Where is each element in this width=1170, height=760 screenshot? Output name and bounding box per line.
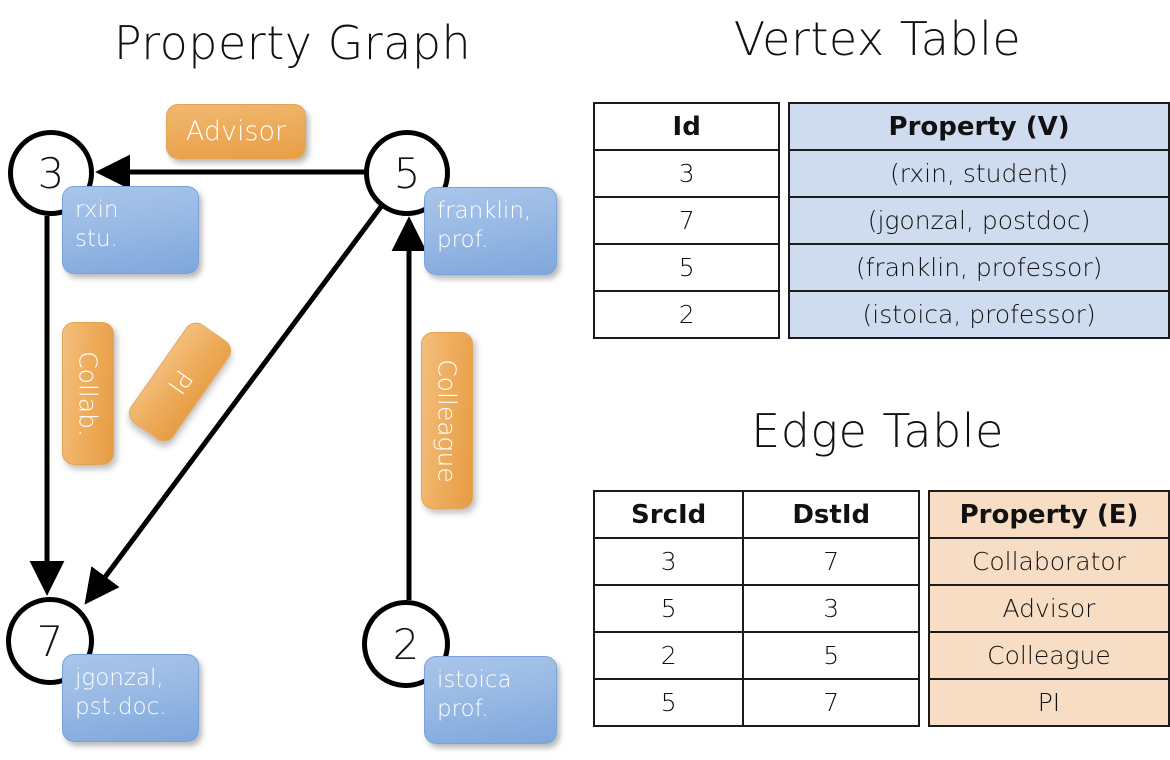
property-graph-diagram: 3 5 7 2 rxin stu. franklin, prof. jgonza… (6, 104, 557, 744)
vertex-cell-property: (istoica, professor) (788, 290, 1170, 339)
node-property-box-jgonzal[interactable]: jgonzal, pst.doc. (62, 654, 199, 742)
vertex-header-property: Property (V) (788, 102, 1170, 151)
graph-node-3-label: 3 (37, 148, 65, 198)
edge-cell-property: Advisor (927, 584, 1170, 633)
page-title-edge-table: Edge Table (751, 404, 1004, 458)
edge-cell-dstid: 5 (742, 631, 921, 680)
vertex-cell-property: (rxin, student) (788, 149, 1170, 198)
edge-cell-property: PI (927, 678, 1170, 727)
node-property-box-franklin[interactable]: franklin, prof. (424, 187, 557, 275)
table-header-row: Id Property (V) (592, 102, 1170, 151)
column-spacer (779, 150, 789, 197)
column-spacer (779, 197, 789, 244)
edge-cell-property: Collaborator (927, 537, 1170, 586)
column-spacer (919, 679, 929, 726)
table-row: 2 5 Colleague (592, 631, 1170, 680)
vertex-cell-id: 5 (592, 243, 781, 292)
graph-node-5-label: 5 (393, 148, 421, 198)
graph-node-2[interactable]: 2 (362, 600, 450, 688)
column-spacer (779, 103, 789, 150)
vertex-table: Id Property (V) 3 (rxin, student) 7 (jgo… (592, 102, 1170, 339)
node-property-line: istoica (437, 667, 512, 693)
node-property-box-istoica[interactable]: istoica prof. (424, 656, 557, 744)
edge-label-text-colleague: Colleague (432, 358, 462, 483)
node-property-line: pst.doc. (75, 693, 167, 720)
graph-edges-svg (29, 154, 427, 605)
node-property-box-rxin[interactable]: rxin stu. (62, 186, 199, 274)
graph-node-5[interactable]: 5 (364, 130, 450, 216)
table-row: 3 (rxin, student) (592, 149, 1170, 198)
edge-label-text-pi: PI (161, 364, 199, 400)
vertex-cell-id: 2 (592, 290, 781, 339)
vertex-cell-id: 7 (592, 196, 781, 245)
column-spacer (919, 491, 929, 538)
edge-cell-srcid: 5 (592, 584, 745, 633)
table-row: 5 7 PI (592, 678, 1170, 727)
column-spacer (779, 244, 789, 291)
column-spacer (779, 291, 789, 338)
edge-label-box-collab[interactable]: Collab. (62, 322, 114, 465)
column-spacer (919, 632, 929, 679)
edge-table: SrcId DstId Property (E) 3 7 Collaborato… (592, 490, 1170, 727)
page-title-property-graph: Property Graph (113, 16, 472, 70)
node-property-line: prof. (437, 695, 489, 722)
edge-label-text-advisor: Advisor (185, 115, 287, 147)
edge-cell-property: Colleague (927, 631, 1170, 680)
graph-node-2-label: 2 (392, 619, 420, 669)
table-row: 2 (istoica, professor) (592, 290, 1170, 339)
edge-cell-dstid: 7 (742, 537, 921, 586)
edge-header-srcid: SrcId (592, 490, 745, 539)
edge-cell-srcid: 2 (592, 631, 745, 680)
node-property-line: prof. (437, 226, 489, 253)
page-title-vertex-table: Vertex Table (733, 12, 1022, 66)
vertex-header-id: Id (592, 102, 781, 151)
vertex-cell-property: (jgonzal, postdoc) (788, 196, 1170, 245)
table-row: 5 (franklin, professor) (592, 243, 1170, 292)
node-property-line: rxin (75, 197, 119, 223)
edge-label-box-advisor[interactable]: Advisor (166, 104, 306, 159)
table-row: 7 (jgonzal, postdoc) (592, 196, 1170, 245)
table-header-row: SrcId DstId Property (E) (592, 490, 1170, 539)
node-property-line: stu. (75, 225, 118, 252)
vertex-cell-property: (franklin, professor) (788, 243, 1170, 292)
column-spacer (919, 538, 929, 585)
edge-cell-dstid: 3 (742, 584, 921, 633)
node-property-line: franklin, (437, 198, 532, 224)
edge-5-to-7 (84, 198, 389, 605)
graph-node-7-label: 7 (36, 616, 64, 666)
edge-cell-dstid: 7 (742, 678, 921, 727)
edge-cell-srcid: 3 (592, 537, 745, 586)
column-spacer (919, 585, 929, 632)
vertex-cell-id: 3 (592, 149, 781, 198)
node-property-line: jgonzal, (75, 665, 164, 691)
edge-header-property: Property (E) (927, 490, 1170, 539)
table-row: 3 7 Collaborator (592, 537, 1170, 586)
edge-header-dstid: DstId (742, 490, 921, 539)
edge-label-box-colleague[interactable]: Colleague (421, 332, 473, 509)
edge-label-text-collab: Collab. (73, 350, 103, 437)
edge-cell-srcid: 5 (592, 678, 745, 727)
table-row: 5 3 Advisor (592, 584, 1170, 633)
